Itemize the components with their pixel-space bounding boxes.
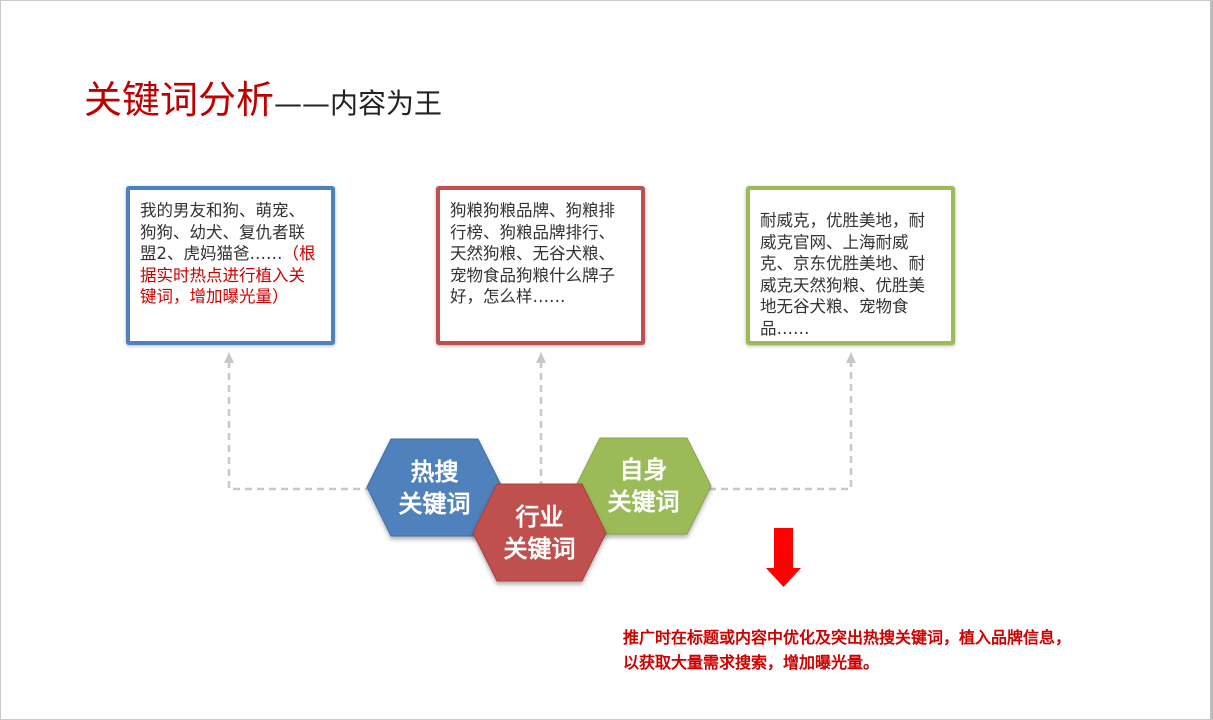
connector-self: [709, 361, 853, 491]
title-main: 关键词分析: [84, 78, 275, 122]
hex-hot-line2: 关键词: [398, 489, 471, 518]
title-sub: ——内容为王: [274, 87, 443, 120]
hex-industry-keywords: 行业关键词: [473, 484, 606, 581]
page-title: 关键词分析——内容为王: [84, 69, 442, 124]
hex-industry-line1: 行业: [515, 502, 564, 531]
hot-keywords-box: 我的男友和狗、萌宠、狗狗、幼犬、复仇者联盟2、虎妈猫爸……（根据实时热点进行植入…: [126, 186, 335, 345]
hex-hot-keywords: 热搜关键词: [367, 439, 502, 536]
arrowhead-self: [846, 352, 856, 363]
hex-industry-shape: [472, 483, 607, 582]
industry-keywords-text: 狗粮狗粮品牌、狗粮排行榜、狗粮品牌排行、天然狗粮、无谷犬粮、宠物食品狗粮什么牌子…: [450, 201, 615, 306]
arrowhead-hot: [224, 352, 234, 363]
down-arrow-icon: [766, 528, 801, 587]
note-line2: 以获取大量需求搜索，增加曝光量。: [623, 653, 880, 672]
hot-keywords-note: （根据实时热点进行植入关键词，增加曝光量）: [140, 244, 316, 306]
hot-keywords-text: 我的男友和狗、萌宠、狗狗、幼犬、复仇者联盟2、虎妈猫爸……: [140, 201, 305, 263]
hex-self-line2: 关键词: [607, 488, 680, 516]
note-line1: 推广时在标题或内容中优化及突出热搜关键词，植入品牌信息，: [623, 628, 1072, 647]
industry-keywords-box: 狗粮狗粮品牌、狗粮排行榜、狗粮品牌排行、天然狗粮、无谷犬粮、宠物食品狗粮什么牌子…: [436, 186, 645, 345]
self-keywords-box: 耐威克，优胜美地，耐威克官网、上海耐威克、京东优胜美地、耐威克天然狗粮、优胜美地…: [746, 186, 955, 345]
hex-hot-line1: 热搜: [410, 457, 459, 486]
arrowhead-industry: [536, 352, 546, 363]
connector-hot: [227, 361, 369, 491]
conclusion-note: 推广时在标题或内容中优化及突出热搜关键词，植入品牌信息， 以获取大量需求搜索，增…: [623, 625, 1071, 675]
hex-self-line1: 自身: [619, 456, 668, 484]
self-keywords-text: 耐威克，优胜美地，耐威克官网、上海耐威克、京东优胜美地、耐威克天然狗粮、优胜美地…: [760, 211, 925, 338]
hex-industry-line2: 关键词: [503, 534, 576, 563]
hex-self-keywords: 自身关键词: [576, 438, 711, 534]
